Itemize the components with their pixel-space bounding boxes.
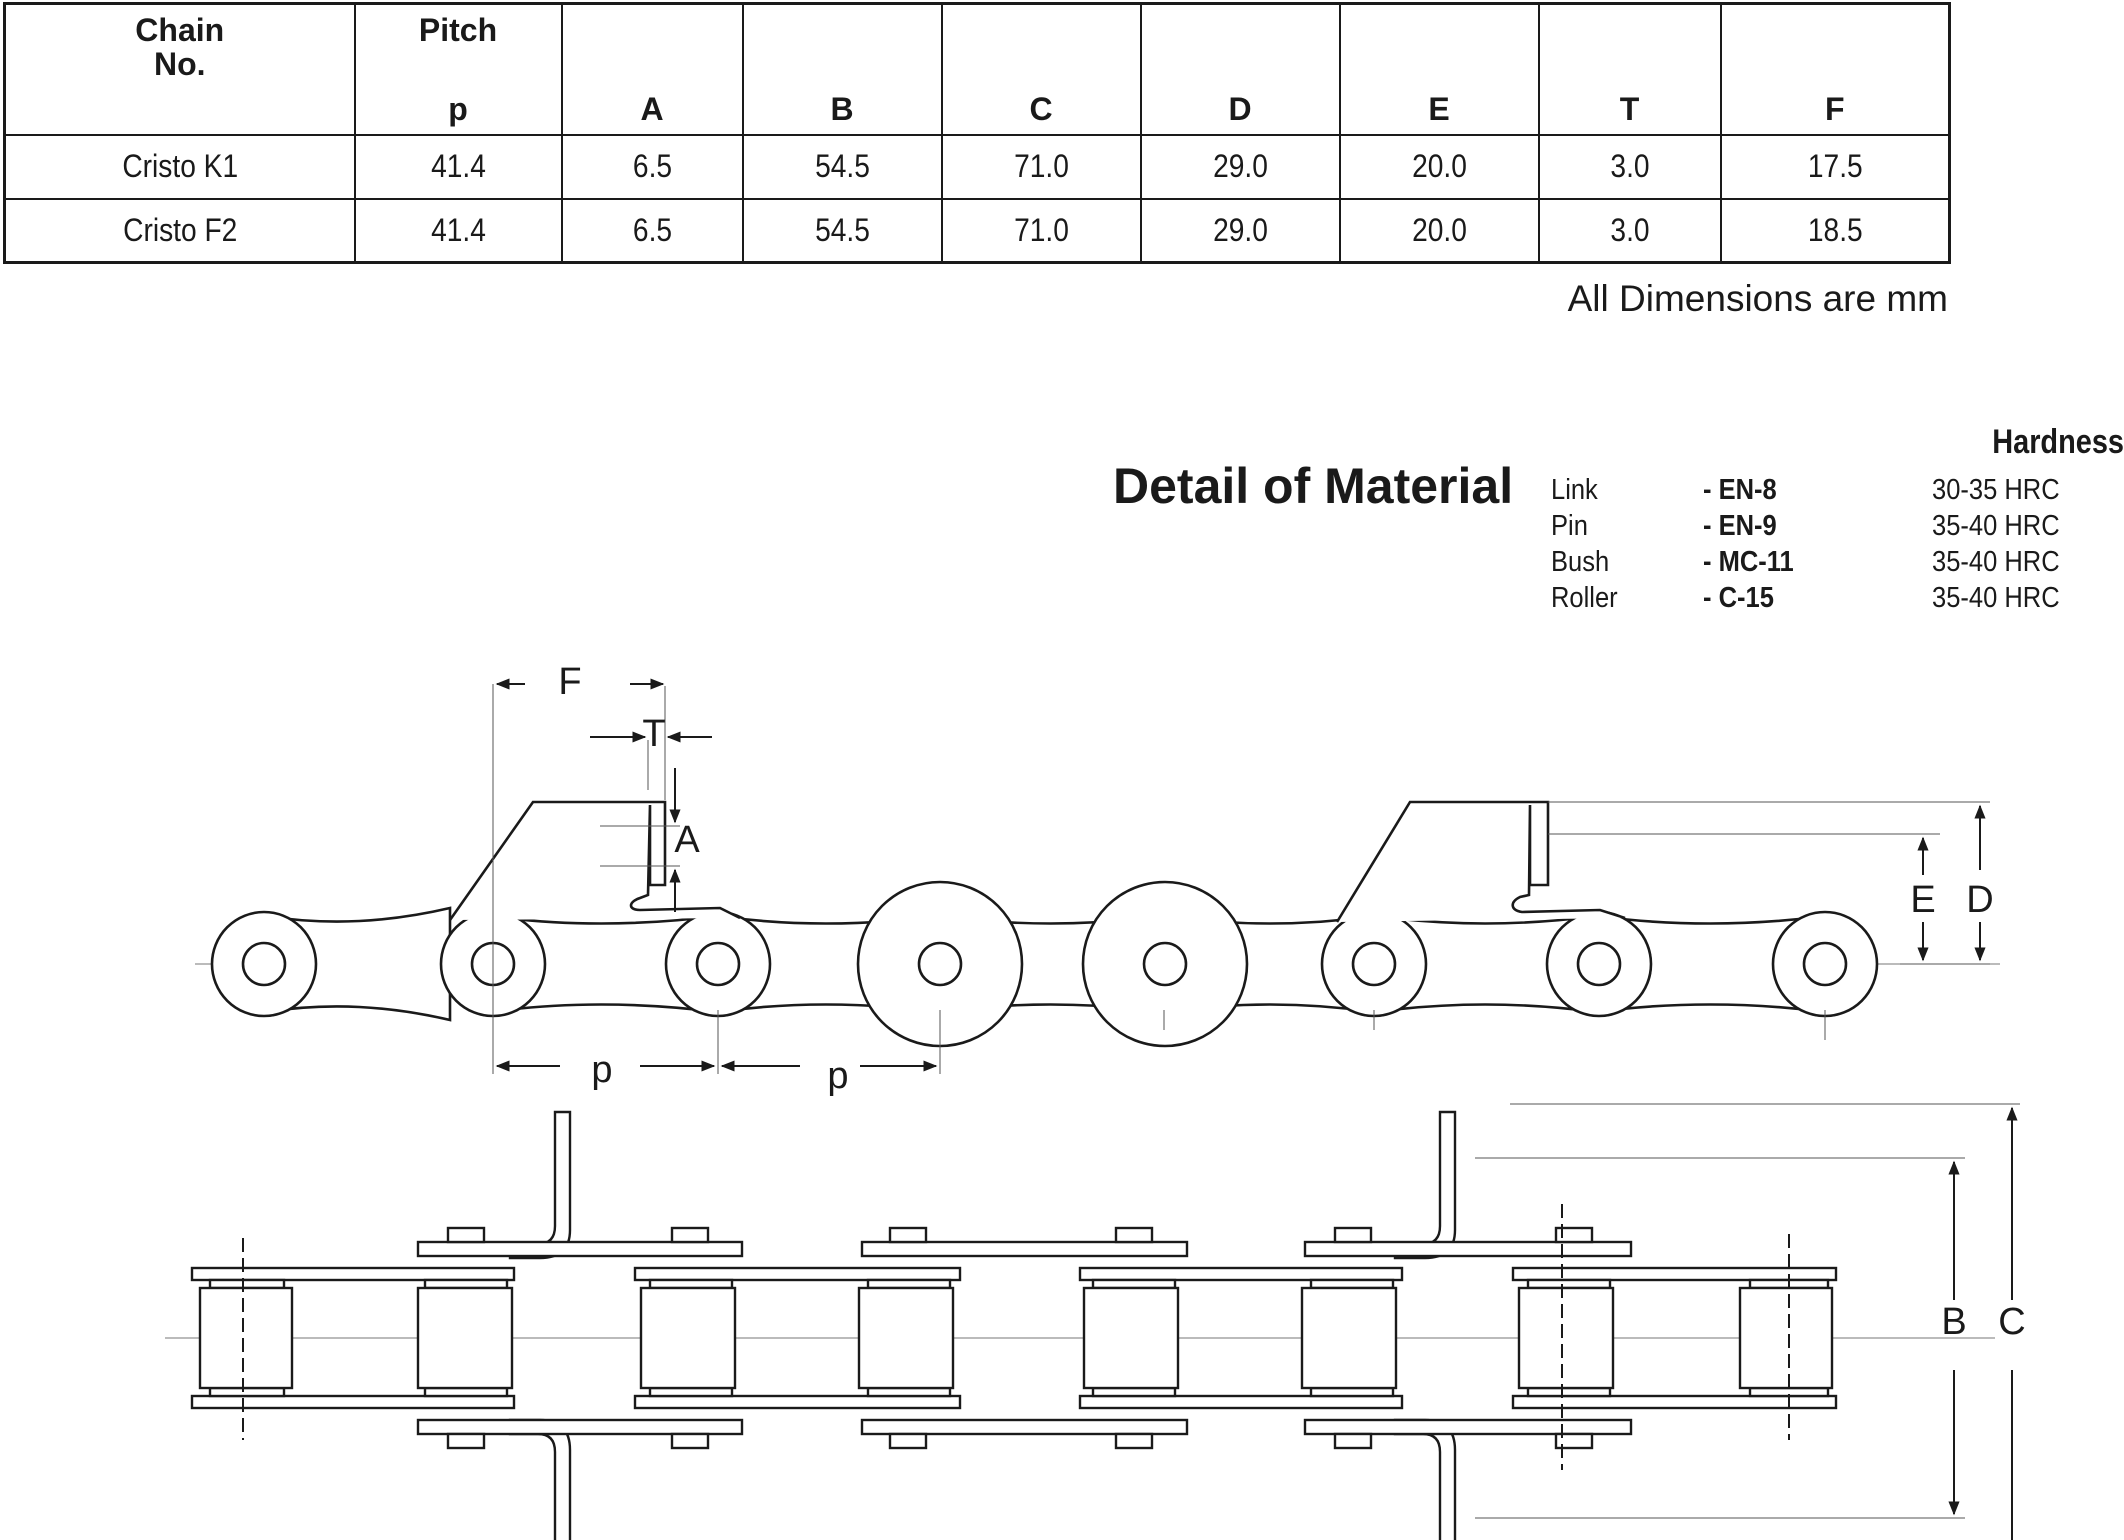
top-pin-axes	[242, 1204, 1790, 1470]
material-part: Bush	[1551, 546, 1610, 578]
material-row-bush: Bush - MC-11 35-40 HRC	[0, 544, 2124, 580]
cell-pitch: 41.4	[366, 197, 550, 264]
top-outer-plates	[416, 1240, 1633, 1436]
material-hardness: 35-40 HRC	[1932, 546, 2060, 578]
dim-label-p1: p	[591, 1049, 612, 1091]
material-part: Link	[1551, 474, 1598, 506]
top-attachment-upper-right	[1393, 1110, 1457, 1260]
material-grade: - EN-9	[1703, 510, 1777, 542]
top-attachment-lower-left	[508, 1418, 572, 1540]
dim-label-p2: p	[827, 1055, 848, 1097]
cell-f: 18.5	[1733, 197, 1937, 264]
cell-e: 20.0	[1350, 133, 1528, 200]
top-extension-lines	[1475, 1103, 2020, 1519]
top-attachment-upper-left	[508, 1110, 572, 1260]
material-title: Detail of Material	[1113, 458, 1514, 514]
cell-d: 29.0	[1151, 197, 1329, 264]
header-b: B	[741, 2, 943, 136]
material-hardness: 30-35 HRC	[1932, 474, 2060, 506]
cell-b: 54.5	[753, 197, 931, 264]
dim-label-e: E	[1910, 879, 1935, 921]
material-hardness: 35-40 HRC	[1932, 510, 2060, 542]
cell-t: 3.0	[1548, 133, 1711, 200]
material-row-roller: Roller - C-15 35-40 HRC	[0, 580, 2124, 616]
header-a: A	[560, 2, 744, 136]
material-hardness: 35-40 HRC	[1932, 582, 2060, 614]
cell-c: 71.0	[952, 133, 1130, 200]
cell-b: 54.5	[753, 133, 931, 200]
cell-e: 20.0	[1350, 197, 1528, 264]
side-extension-lines	[492, 684, 1990, 1074]
side-dimension-arrows	[495, 678, 1986, 1072]
cell-f: 17.5	[1733, 133, 1937, 200]
top-view	[165, 1103, 2020, 1540]
header-pitch: Pitch p	[353, 2, 563, 136]
table-row: Cristo K1 41.4 6.5 54.5 71.0 29.0 20.0 3…	[5, 133, 1950, 200]
top-dimension-arrows	[1948, 1106, 2018, 1540]
header-d: D	[1139, 2, 1341, 136]
side-attachment-left	[448, 800, 741, 921]
material-part: Pin	[1551, 510, 1588, 542]
side-view	[195, 678, 2000, 1074]
side-attachment-right	[1335, 800, 1626, 923]
header-c: C	[940, 2, 1142, 136]
dim-label-d: D	[1966, 879, 1993, 921]
cell-c: 71.0	[952, 197, 1130, 264]
material-row-pin: Pin - EN-9 35-40 HRC	[0, 508, 2124, 544]
table-row: Cristo F2 41.4 6.5 54.5 71.0 29.0 20.0 3…	[5, 197, 1950, 264]
cell-chain-no: Cristo K1	[24, 133, 335, 200]
top-rollers	[198, 1286, 1834, 1390]
dim-label-t: T	[642, 713, 665, 755]
dim-label-b: B	[1941, 1301, 1966, 1343]
header-e: E	[1338, 2, 1540, 136]
cell-pitch: 41.4	[366, 133, 550, 200]
material-grade: - EN-8	[1703, 474, 1777, 506]
header-f: F	[1719, 2, 1951, 136]
top-inner-plates	[190, 1266, 1838, 1410]
dimension-labels: F T A p p E D B C	[558, 661, 2025, 1343]
units-note: All Dimensions are mm	[1567, 278, 1948, 319]
material-grade: - C-15	[1703, 582, 1774, 614]
header-t: T	[1537, 2, 1722, 136]
dim-label-f: F	[558, 661, 581, 703]
material-row-link: Link - EN-8 30-35 HRC	[0, 472, 2124, 508]
dim-label-c: C	[1998, 1301, 2025, 1343]
cell-t: 3.0	[1548, 197, 1711, 264]
cell-chain-no: Cristo F2	[24, 197, 335, 264]
cell-a: 6.5	[571, 197, 733, 264]
side-pins	[241, 941, 1848, 987]
top-pin-heads	[446, 1226, 1594, 1450]
top-attachment-lower-right	[1393, 1418, 1457, 1540]
material-part: Roller	[1551, 582, 1618, 614]
cell-d: 29.0	[1151, 133, 1329, 200]
cell-a: 6.5	[571, 133, 733, 200]
dim-label-a: A	[674, 819, 700, 861]
material-grade: - MC-11	[1703, 546, 1794, 578]
hardness-heading: Hardness	[1992, 423, 2124, 461]
